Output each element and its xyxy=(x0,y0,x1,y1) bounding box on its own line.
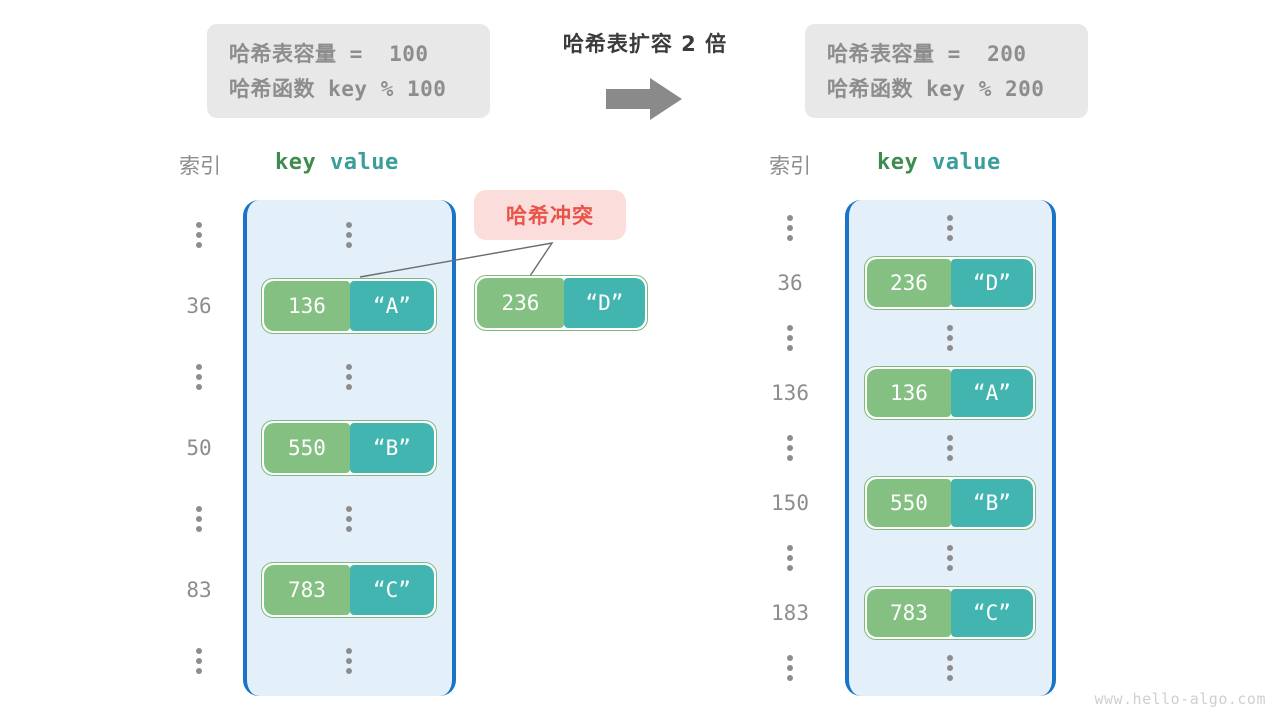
header-key-right: key xyxy=(877,150,919,175)
slot-ellipsis xyxy=(346,222,352,249)
header-key-value-left: key value xyxy=(275,150,399,175)
slot-ellipsis xyxy=(346,364,352,391)
slot-ellipsis xyxy=(947,214,953,241)
capacity-label: 哈希表容量 xyxy=(229,41,337,66)
index-label: 36 xyxy=(186,294,212,319)
header-key-left: key xyxy=(275,150,317,175)
pair-value: “B” xyxy=(950,479,1033,528)
capacity-line: 哈希表容量 = 200 xyxy=(827,38,1066,68)
key-value-pair: 136“A” xyxy=(864,365,1036,420)
index-ellipsis xyxy=(196,364,202,391)
hash-function-value: key % 100 xyxy=(315,76,447,101)
pair-value: “B” xyxy=(349,423,434,473)
index-ellipsis xyxy=(787,435,793,461)
slot-ellipsis xyxy=(947,655,953,682)
arrow-right-icon xyxy=(606,78,682,120)
index-ellipsis xyxy=(196,222,202,249)
pair-value: “A” xyxy=(950,368,1033,417)
pair-value: “C” xyxy=(950,589,1033,638)
capacity-value: = 200 xyxy=(934,41,1027,66)
pair-value: “A” xyxy=(349,281,434,332)
index-label: 36 xyxy=(777,270,803,295)
pair-key: 136 xyxy=(867,368,951,417)
pair-value: “C” xyxy=(349,564,434,615)
slot-ellipsis xyxy=(346,505,352,532)
hash-function-label: 哈希函数 xyxy=(229,76,315,101)
index-ellipsis xyxy=(787,214,793,241)
key-value-pair: 236“D” xyxy=(864,255,1036,310)
index-label: 50 xyxy=(186,436,212,460)
pair-value: “D” xyxy=(950,258,1033,307)
capacity-line: 哈希表容量 = 100 xyxy=(229,38,468,68)
collision-pair: 236 “D” xyxy=(474,275,648,331)
pair-key: 783 xyxy=(264,564,350,615)
pair-key: 136 xyxy=(264,281,350,332)
header-index-left: 索引 xyxy=(179,154,221,178)
key-value-pair: 783“C” xyxy=(261,561,437,618)
pair-key: 550 xyxy=(867,479,951,528)
slot-ellipsis xyxy=(947,545,953,572)
index-ellipsis xyxy=(196,505,202,532)
pair-key: 783 xyxy=(867,589,951,638)
slot-ellipsis xyxy=(947,435,953,461)
watermark: www.hello-algo.com xyxy=(1094,690,1266,708)
hash-function-line: 哈希函数 key % 200 xyxy=(827,73,1066,103)
header-value-left: value xyxy=(316,150,399,175)
slot-ellipsis xyxy=(346,647,352,674)
capacity-value: = 100 xyxy=(336,41,429,66)
index-ellipsis xyxy=(787,324,793,351)
key-value-pair: 550“B” xyxy=(864,476,1036,531)
pair-key: 236 xyxy=(477,278,564,328)
index-ellipsis xyxy=(787,545,793,572)
index-ellipsis xyxy=(787,655,793,682)
pair-key: 550 xyxy=(264,423,350,473)
info-box-after: 哈希表容量 = 200 哈希函数 key % 200 xyxy=(805,24,1088,118)
slot-ellipsis xyxy=(947,324,953,351)
key-value-pair: 136“A” xyxy=(261,278,437,335)
hash-function-value: key % 200 xyxy=(913,76,1045,101)
info-box-before: 哈希表容量 = 100 哈希函数 key % 100 xyxy=(207,24,490,118)
header-index-right: 索引 xyxy=(769,154,811,178)
index-label: 150 xyxy=(771,491,809,516)
index-label: 136 xyxy=(771,380,809,405)
index-ellipsis xyxy=(196,647,202,674)
header-key-value-right: key value xyxy=(877,150,1001,175)
collision-badge: 哈希冲突 xyxy=(474,190,626,240)
index-label: 83 xyxy=(186,577,212,602)
index-label: 183 xyxy=(771,601,809,626)
header-value-right: value xyxy=(918,150,1001,175)
key-value-pair: 550“B” xyxy=(261,420,437,476)
capacity-label: 哈希表容量 xyxy=(827,41,935,66)
key-value-pair: 783“C” xyxy=(864,586,1036,641)
page-title: 哈希表扩容 2 倍 xyxy=(562,32,728,56)
pair-value: “D” xyxy=(563,278,645,328)
hash-function-line: 哈希函数 key % 100 xyxy=(229,73,468,103)
pair-key: 236 xyxy=(867,258,951,307)
hash-function-label: 哈希函数 xyxy=(827,76,913,101)
